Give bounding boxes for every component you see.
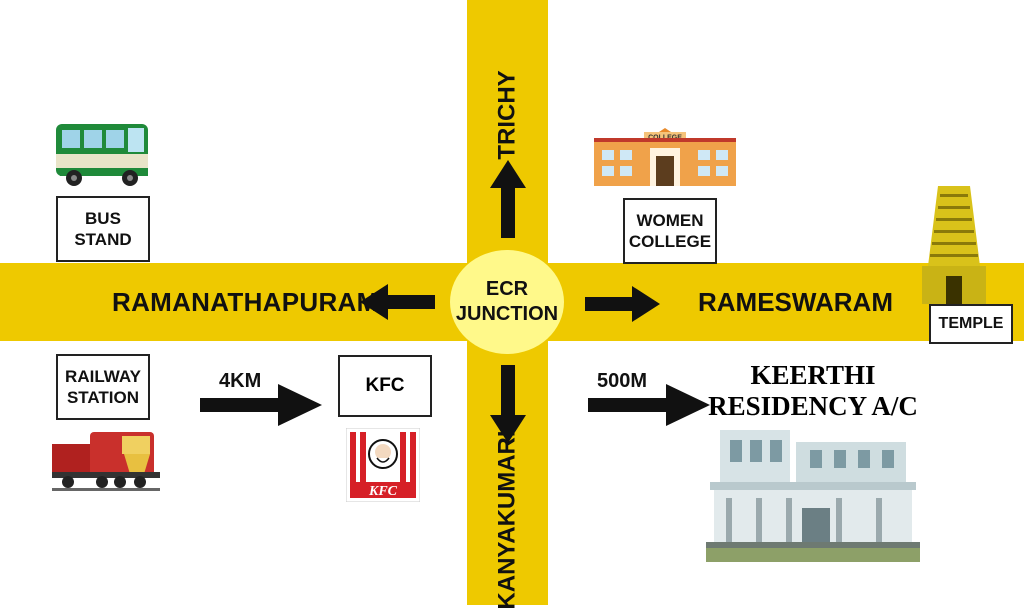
temple-icon xyxy=(918,186,990,309)
junction-line-1: ECR xyxy=(485,278,529,300)
railway-station-label: RAILWAY STATION xyxy=(56,354,150,420)
junction-line-2: JUNCTION xyxy=(455,303,559,325)
arrow-west xyxy=(360,284,440,320)
hotel-building-icon xyxy=(706,424,920,567)
kfc-logo-icon: KFC xyxy=(345,427,421,507)
road-label-trichy: TRICHY xyxy=(494,70,521,160)
residency-line-1: KEERTHI xyxy=(750,360,876,390)
keerthi-residency-title: KEERTHI RESIDENCY A/C xyxy=(708,360,918,422)
bus-icon xyxy=(52,118,152,195)
kfc-logo-text: KFC xyxy=(368,484,398,499)
road-label-rameswaram: RAMESWARAM xyxy=(698,287,893,317)
distance-to-residency: 500M xyxy=(597,370,648,392)
road-label-ramanathapuram: RAMANATHAPURAM xyxy=(112,287,379,317)
women-college-label: WOMEN COLLEGE xyxy=(623,198,717,264)
residency-line-2: RESIDENCY A/C xyxy=(708,391,918,422)
arrow-east xyxy=(580,286,660,322)
arrow-to-kfc xyxy=(200,384,322,426)
distance-to-kfc: 4KM xyxy=(219,370,262,392)
arrow-to-residency xyxy=(588,384,710,426)
train-icon xyxy=(52,424,160,499)
temple-label: TEMPLE xyxy=(929,304,1013,344)
arrow-north xyxy=(490,160,526,238)
ecr-junction: ECR JUNCTION xyxy=(450,250,564,354)
kfc-label: KFC xyxy=(338,355,432,417)
road-label-kanyakumari: KANYAKUMARI xyxy=(494,430,521,610)
college-icon: COLLEGE xyxy=(594,124,736,191)
arrow-south xyxy=(490,365,526,443)
bus-stand-label: BUS STAND xyxy=(56,196,150,262)
